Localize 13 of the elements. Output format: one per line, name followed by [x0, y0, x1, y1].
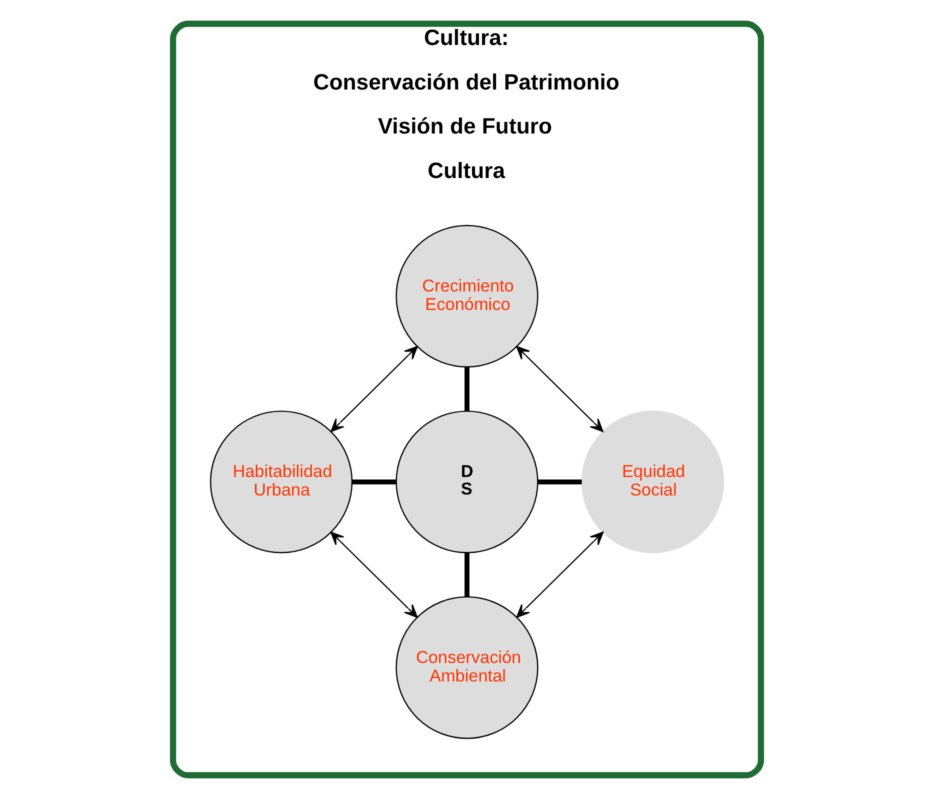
node-circle: Crecimiento Económico: [396, 224, 538, 368]
connector: [464, 552, 470, 596]
arrow: [330, 531, 418, 618]
arrow: [330, 345, 418, 432]
connector: [352, 478, 396, 484]
node-circle: Equidad Social: [581, 410, 724, 553]
connector: [464, 366, 470, 411]
node-circle: Habitabilidad Urbana: [210, 410, 353, 553]
node-circle: D S: [396, 410, 538, 553]
arrow: [516, 345, 604, 432]
node-circle: Conservación Ambiental: [396, 596, 538, 738]
arrow: [516, 531, 604, 618]
connector: [538, 478, 582, 484]
